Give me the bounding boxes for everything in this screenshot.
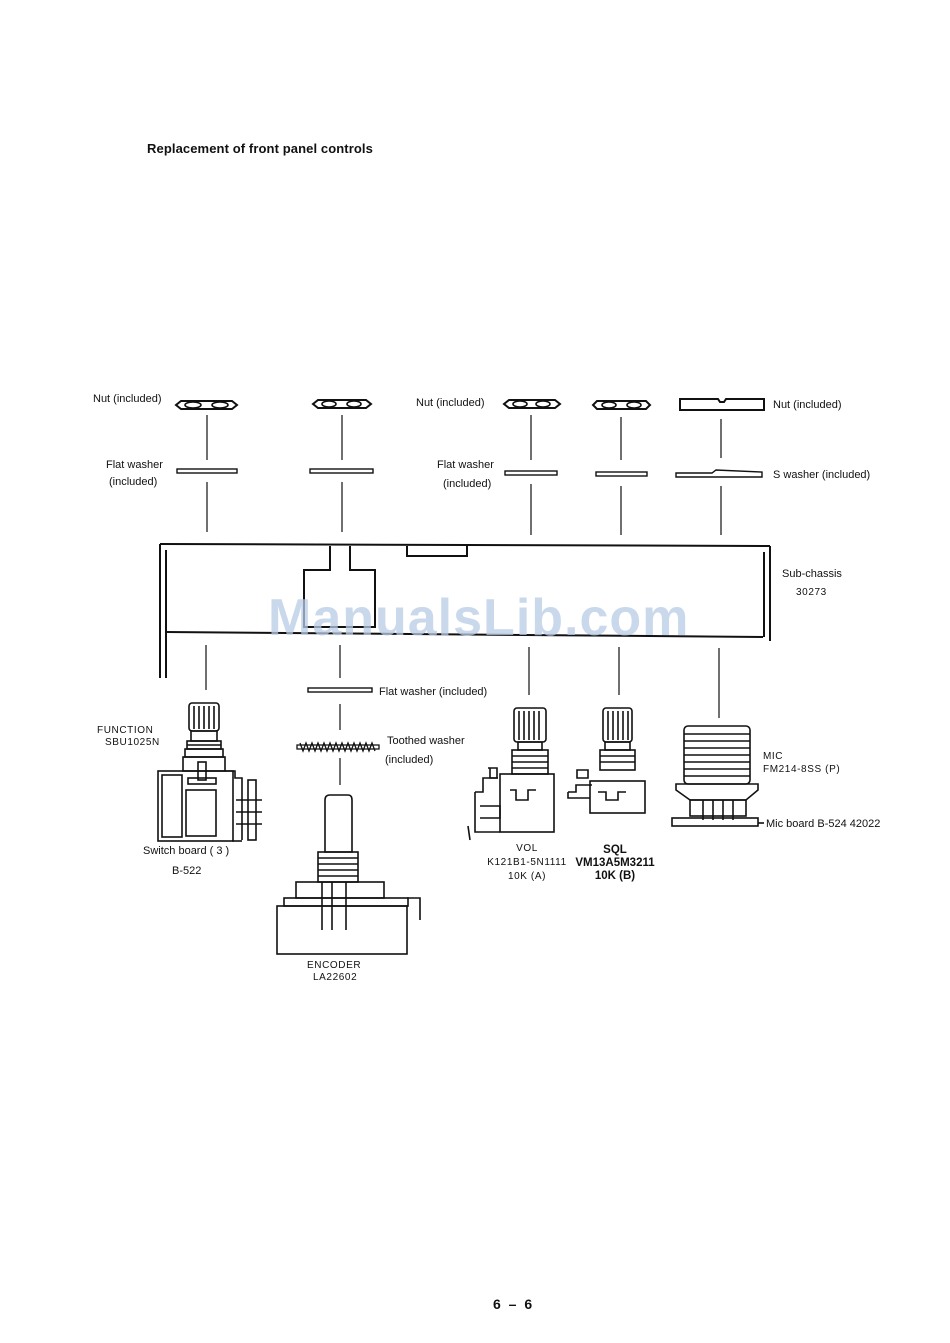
- flat-washer-4: [595, 471, 648, 477]
- nut-label-3: Nut (included): [773, 399, 842, 411]
- function-part-number: SBU1025N: [105, 737, 160, 748]
- s-washer: [675, 469, 763, 478]
- page-number: 6 – 6: [493, 1296, 535, 1312]
- nut-1: [174, 400, 239, 410]
- nut-2: [311, 399, 373, 409]
- included-label-2: (included): [443, 478, 492, 490]
- encoder-part-number: LA22602: [313, 972, 358, 983]
- mic-part-number: FM214-8SS (P): [763, 764, 841, 775]
- sql-potentiometer: [567, 707, 646, 814]
- toothed-washer: [296, 741, 380, 753]
- nut-5: [679, 398, 765, 411]
- flat-washer-label-2: Flat washer: [437, 459, 494, 471]
- nut-label-1: Nut (included): [93, 393, 162, 405]
- encoder-label: ENCODER: [307, 960, 362, 971]
- included-label-3: (included): [385, 754, 434, 766]
- encoder-part: [276, 794, 421, 955]
- axis-lines-upper: [206, 415, 722, 535]
- sub-chassis: [159, 543, 771, 678]
- sub-chassis-number: 30273: [796, 587, 827, 598]
- included-label-1: (included): [109, 476, 158, 488]
- flat-washer-label-3: Flat washer (included): [379, 686, 488, 698]
- flat-washer-1: [176, 468, 238, 474]
- nut-label-2: Nut (included): [416, 397, 485, 409]
- sub-chassis-label: Sub-chassis: [782, 568, 842, 580]
- sql-part-number: VM13A5M3211: [575, 857, 655, 869]
- s-washer-label: S washer (included): [773, 469, 871, 481]
- switch-board-label: Switch board ( 3 ): [143, 845, 230, 857]
- page-title: Replacement of front panel controls: [147, 141, 373, 156]
- flat-washer-3: [504, 470, 558, 476]
- switch-board-number: B-522: [172, 865, 202, 877]
- flat-washer-5: [307, 687, 373, 693]
- toothed-washer-label: Toothed washer: [387, 735, 465, 747]
- flat-washer-label-1: Flat washer: [106, 459, 163, 471]
- watermark: ManualsLib.com: [268, 589, 690, 647]
- nut-3: [502, 399, 562, 409]
- vol-part-number: K121B1-5N1111: [487, 857, 567, 868]
- mic-connector: [671, 725, 764, 827]
- flat-washer-2: [309, 468, 374, 474]
- vol-potentiometer: [467, 707, 555, 841]
- axis-lines-lower: [205, 645, 720, 785]
- vol-value: 10K (A): [507, 871, 547, 882]
- nut-4: [591, 400, 652, 410]
- sql-label: SQL: [603, 844, 627, 856]
- mic-board-label: Mic board B-524 42022: [766, 818, 881, 830]
- function-label: FUNCTION: [97, 725, 154, 736]
- function-switch: [157, 702, 262, 842]
- mic-label: MIC: [763, 751, 784, 762]
- sql-value: 10K (B): [594, 870, 636, 882]
- vol-label: VOL: [516, 843, 538, 854]
